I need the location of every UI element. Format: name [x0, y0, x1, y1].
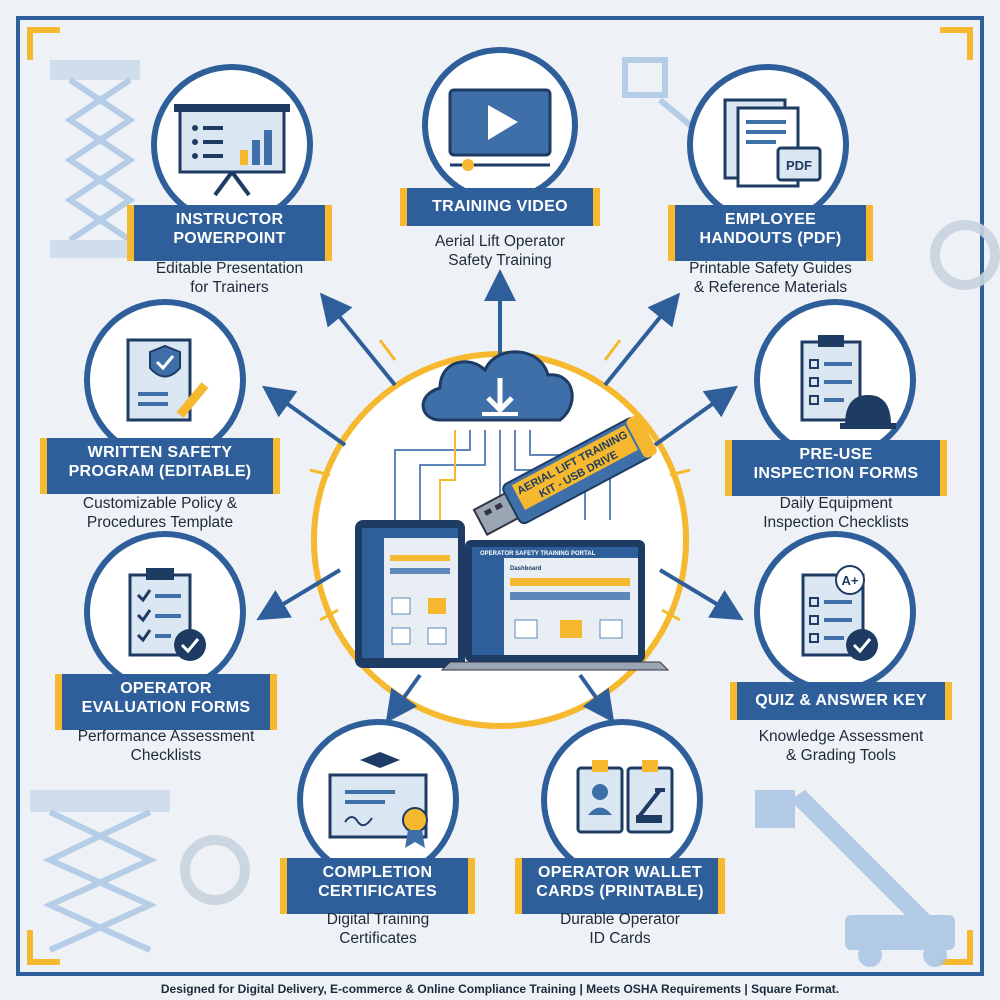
node-title-quiz: QUIZ & ANSWER KEY [730, 682, 952, 720]
certificate-icon [297, 719, 459, 881]
node-desc-quiz: Knowledge Assessment& Grading Tools [758, 728, 924, 764]
boom-lift-bg-icon-2 [755, 790, 955, 967]
svg-text:A+: A+ [842, 573, 859, 588]
laptop-device: OPERATOR SAFETY TRAINING PORTAL Dashboar… [440, 540, 670, 671]
node-title-video: TRAINING VIDEO [400, 188, 600, 226]
shield-document-icon [84, 299, 246, 461]
gear-bg-icon [180, 220, 1000, 905]
dashboard-label: Dashboard [510, 566, 542, 572]
clipboard-check-icon [84, 531, 246, 693]
svg-text:PDF: PDF [786, 158, 812, 173]
quiz-aplus-icon: A+ [754, 531, 916, 693]
node-desc-handouts: Printable Safety Guides& Reference Mater… [689, 260, 852, 296]
cloud-download-icon [421, 350, 574, 422]
pdf-document-icon: PDF [687, 64, 849, 226]
tablet-device [355, 520, 465, 668]
icon-circles: PDF [84, 47, 916, 881]
scissor-lift-bg-icon [50, 60, 150, 258]
presentation-chart-icon [151, 64, 313, 226]
frame-border [16, 16, 984, 976]
distribution-arrows [256, 269, 744, 724]
video-play-icon [422, 47, 578, 203]
gold-rays [309, 339, 691, 622]
id-cards-icon [541, 719, 703, 881]
portal-title: OPERATOR SAFETY TRAINING PORTAL [480, 551, 596, 557]
clipboard-hardhat-icon [754, 299, 916, 461]
footer-note: Designed for Digital Delivery, E-commerc… [160, 982, 840, 996]
scissor-lift-bg-icon-2 [30, 790, 170, 953]
node-desc-written: Customizable Policy &Procedures Template [82, 495, 238, 531]
